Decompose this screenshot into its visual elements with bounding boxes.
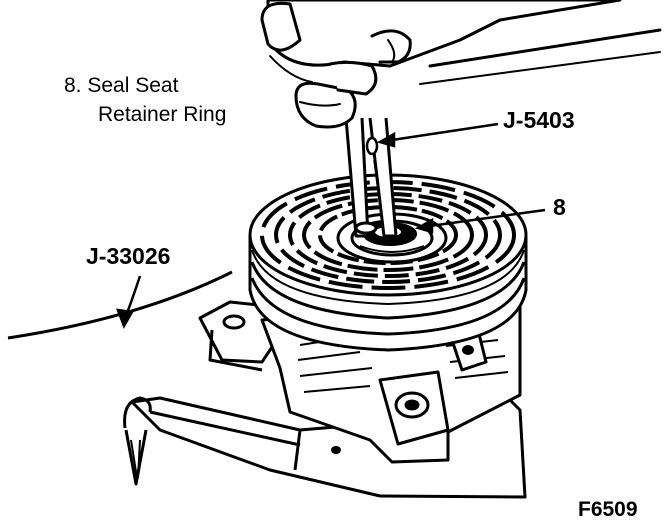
legend-line-2: Retainer Ring: [98, 103, 227, 126]
callout-item-8: 8: [553, 194, 566, 220]
legend-line-1: 8. Seal Seat: [64, 74, 179, 97]
technician-hand: [260, 0, 662, 129]
callout-j-33026: J-33026: [86, 243, 171, 269]
callout-j-5403: J-5403: [503, 107, 575, 133]
leader-lines: [116, 122, 546, 329]
figure-code: F6509: [578, 498, 638, 521]
ring-remover-tool: [344, 117, 398, 238]
